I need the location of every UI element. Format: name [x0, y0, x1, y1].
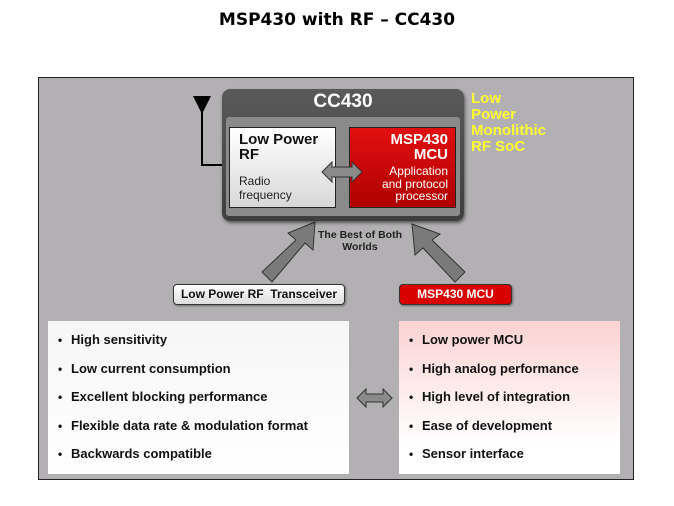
callout-line: Low	[471, 90, 501, 107]
mcu-features-list: •Low power MCU •High analog performance …	[399, 331, 579, 474]
list-item: • High sensitivity	[48, 331, 308, 360]
feature-text: High sensitivity	[71, 332, 168, 347]
rf-title-line: RF	[239, 146, 259, 163]
soc-callout: Low Power Monolithic RF SoC	[471, 91, 546, 155]
mcu-sub-line: and protocol	[381, 176, 448, 191]
feature-text: High level of integration	[422, 389, 571, 404]
rf-block-subtitle: Radio frequency	[239, 174, 292, 202]
mcu-title-line: MCU	[413, 146, 448, 163]
bullet-icon: •	[58, 333, 63, 347]
list-item: • High analog performance	[399, 360, 579, 389]
merge-caption: The Best of Both Worlds	[305, 229, 415, 253]
bullet-icon: •	[409, 390, 414, 404]
list-item: • Low power MCU	[399, 331, 579, 360]
mcu-merge-arrow	[411, 223, 466, 283]
list-item: • High level of integration	[399, 388, 579, 417]
list-item: • Excellent blocking performance	[48, 388, 308, 417]
rf-features-list: • High sensitivity • Low current consumpti…	[48, 331, 308, 474]
bullet-icon: •	[58, 447, 63, 461]
list-item: • Flexible data rate & modulation format	[48, 417, 308, 446]
list-item: • Low current consumption	[48, 360, 308, 389]
caption-line: Worlds	[342, 241, 378, 253]
chip-title: CC430	[313, 91, 373, 112]
bullet-icon: •	[58, 390, 63, 404]
mcu-block-title: MSP430 MCU	[390, 132, 448, 162]
caption-line: The Best of Both	[318, 229, 402, 241]
list-item: • Backwards compatible	[48, 445, 308, 474]
list-item: • Ease of development	[399, 417, 579, 446]
bullet-icon: •	[409, 447, 414, 461]
list-item: • Sensor interface	[399, 445, 579, 474]
bullet-icon: •	[409, 333, 414, 347]
bidirectional-arrow-icon	[356, 387, 393, 409]
mcu-title-line: MSP430	[390, 131, 448, 148]
feature-text: High analog performance	[422, 360, 579, 376]
mcu-features-panel: •Low power MCU •High analog performance …	[399, 321, 620, 474]
bullet-icon: •	[58, 361, 63, 376]
rf-merge-arrow	[261, 221, 316, 283]
feature-text: Backwards compatible	[71, 446, 212, 461]
mcu-sub-line: Application	[389, 164, 448, 178]
internal-bidirectional-arrow-icon	[321, 160, 363, 184]
rf-title-line: Low Power	[239, 131, 319, 148]
rf-block: Low Power RF Radio frequency	[229, 127, 336, 208]
feature-text: Low current consumption	[71, 360, 231, 376]
rf-transceiver-label: Low Power RF Transceiver	[173, 284, 345, 305]
feature-text: Flexible data rate & modulation format	[71, 417, 308, 433]
feature-text: Low power MCU	[422, 332, 524, 347]
callout-line: RF SoC	[471, 138, 526, 155]
bullet-icon: •	[409, 361, 414, 376]
callout-line: Power	[471, 106, 517, 123]
mcu-block-subtitle: Application and protocol processor	[382, 165, 448, 203]
callout-line: Monolithic	[471, 122, 546, 139]
antenna-icon	[193, 96, 211, 114]
msp430-mcu-label: MSP430 MCU	[399, 284, 512, 305]
mcu-block: MSP430 MCU Application and protocol proc…	[349, 127, 456, 208]
rf-features-panel: • High sensitivity • Low current consumpti…	[48, 321, 349, 474]
feature-text: Sensor interface	[422, 446, 524, 461]
rf-block-title: Low Power RF	[239, 132, 318, 162]
rf-sub-line: Radio	[239, 174, 271, 188]
bullet-icon: •	[409, 418, 414, 433]
bullet-icon: •	[58, 418, 63, 433]
slide-title: MSP430 with RF – CC430	[218, 10, 456, 30]
rf-sub-line: frequency	[239, 188, 292, 202]
feature-text: Excellent blocking performance	[71, 389, 268, 404]
mcu-sub-line: processor	[395, 189, 448, 203]
feature-text: Ease of development	[422, 417, 553, 433]
